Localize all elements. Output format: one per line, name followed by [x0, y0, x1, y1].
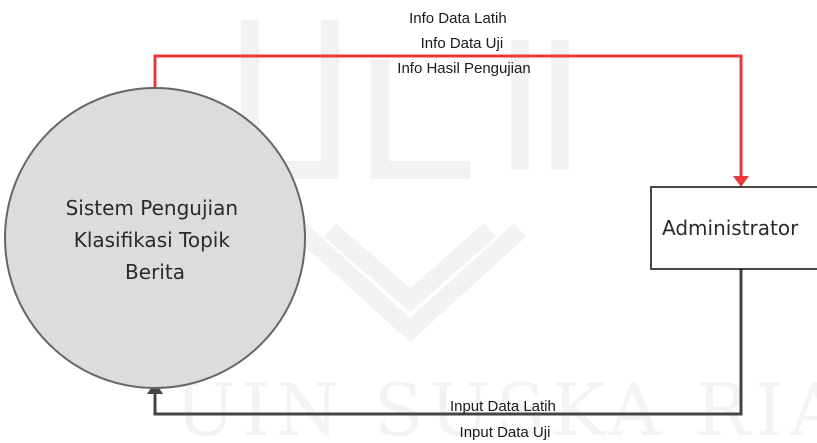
entity-label: Administrator	[662, 216, 799, 240]
flow-top-labels: Info Data Latih Info Data Uji Info Hasil…	[397, 10, 530, 77]
watermark: UIN SUSKA RIAU	[175, 20, 817, 443]
flow-bottom-labels: Input Data Latih Input Data Uji	[450, 398, 560, 441]
process-circle	[4, 87, 306, 389]
flow-label: Info Data Latih	[409, 10, 507, 27]
watermark-text: UIN SUSKA RIAU	[175, 368, 817, 443]
flow-top-line	[153, 54, 743, 178]
flow-top	[153, 54, 749, 187]
process-label-line: Berita	[125, 260, 185, 284]
flow-label: Info Data Uji	[421, 35, 504, 52]
flow-top-arrowhead	[733, 176, 749, 187]
entity-box	[650, 186, 817, 270]
flow-label: Input Data Latih	[450, 398, 556, 415]
flow-bottom-line	[153, 269, 743, 416]
process-label: Sistem Pengujian Klasifikasi Topik Berit…	[66, 196, 245, 284]
flow-label: Input Data Uji	[460, 424, 551, 441]
process-label-line: Klasifikasi Topik	[74, 228, 231, 252]
flow-label: Info Hasil Pengujian	[397, 60, 530, 77]
process-label-line: Sistem Pengujian	[66, 196, 238, 220]
